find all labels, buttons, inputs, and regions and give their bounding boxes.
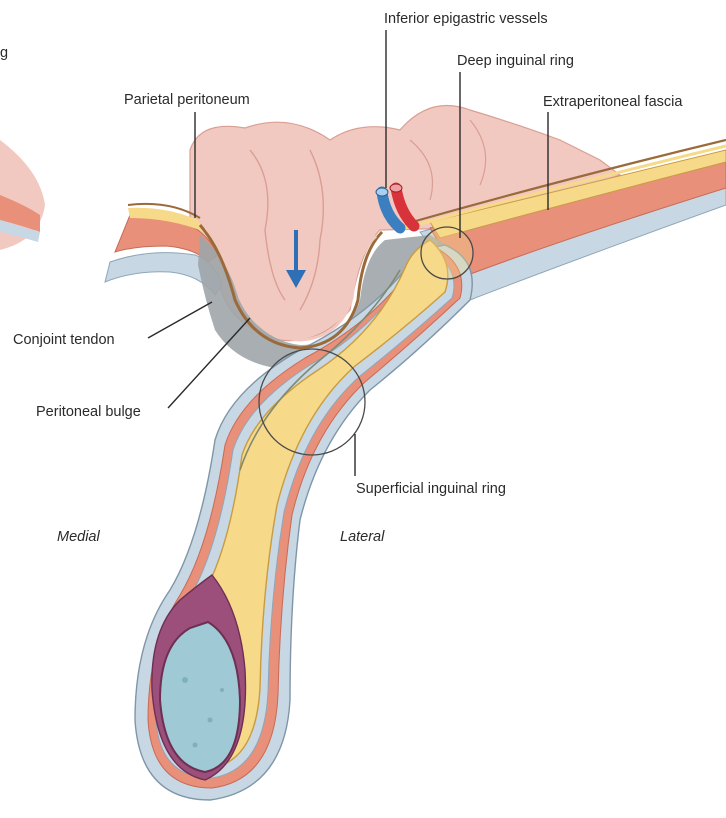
label-peritoneal-bulge: Peritoneal bulge (36, 404, 141, 420)
label-lateral: Lateral (340, 529, 385, 545)
label-extraperitoneal-fascia: Extraperitoneal fascia (543, 94, 683, 110)
left-fragment (0, 140, 45, 250)
label-inferior-epigastric-vessels: Inferior epigastric vessels (384, 11, 548, 27)
label-conjoint-tendon: Conjoint tendon (13, 332, 115, 348)
label-superficial-inguinal-ring: Superficial inguinal ring (356, 481, 506, 497)
deep-ring-circle (421, 227, 473, 279)
label-parietal-peritoneum: Parietal peritoneum (124, 92, 250, 108)
label-deep-inguinal-ring: Deep inguinal ring (457, 53, 574, 69)
cut-off-label: g (0, 45, 8, 61)
label-medial: Medial (57, 529, 100, 545)
